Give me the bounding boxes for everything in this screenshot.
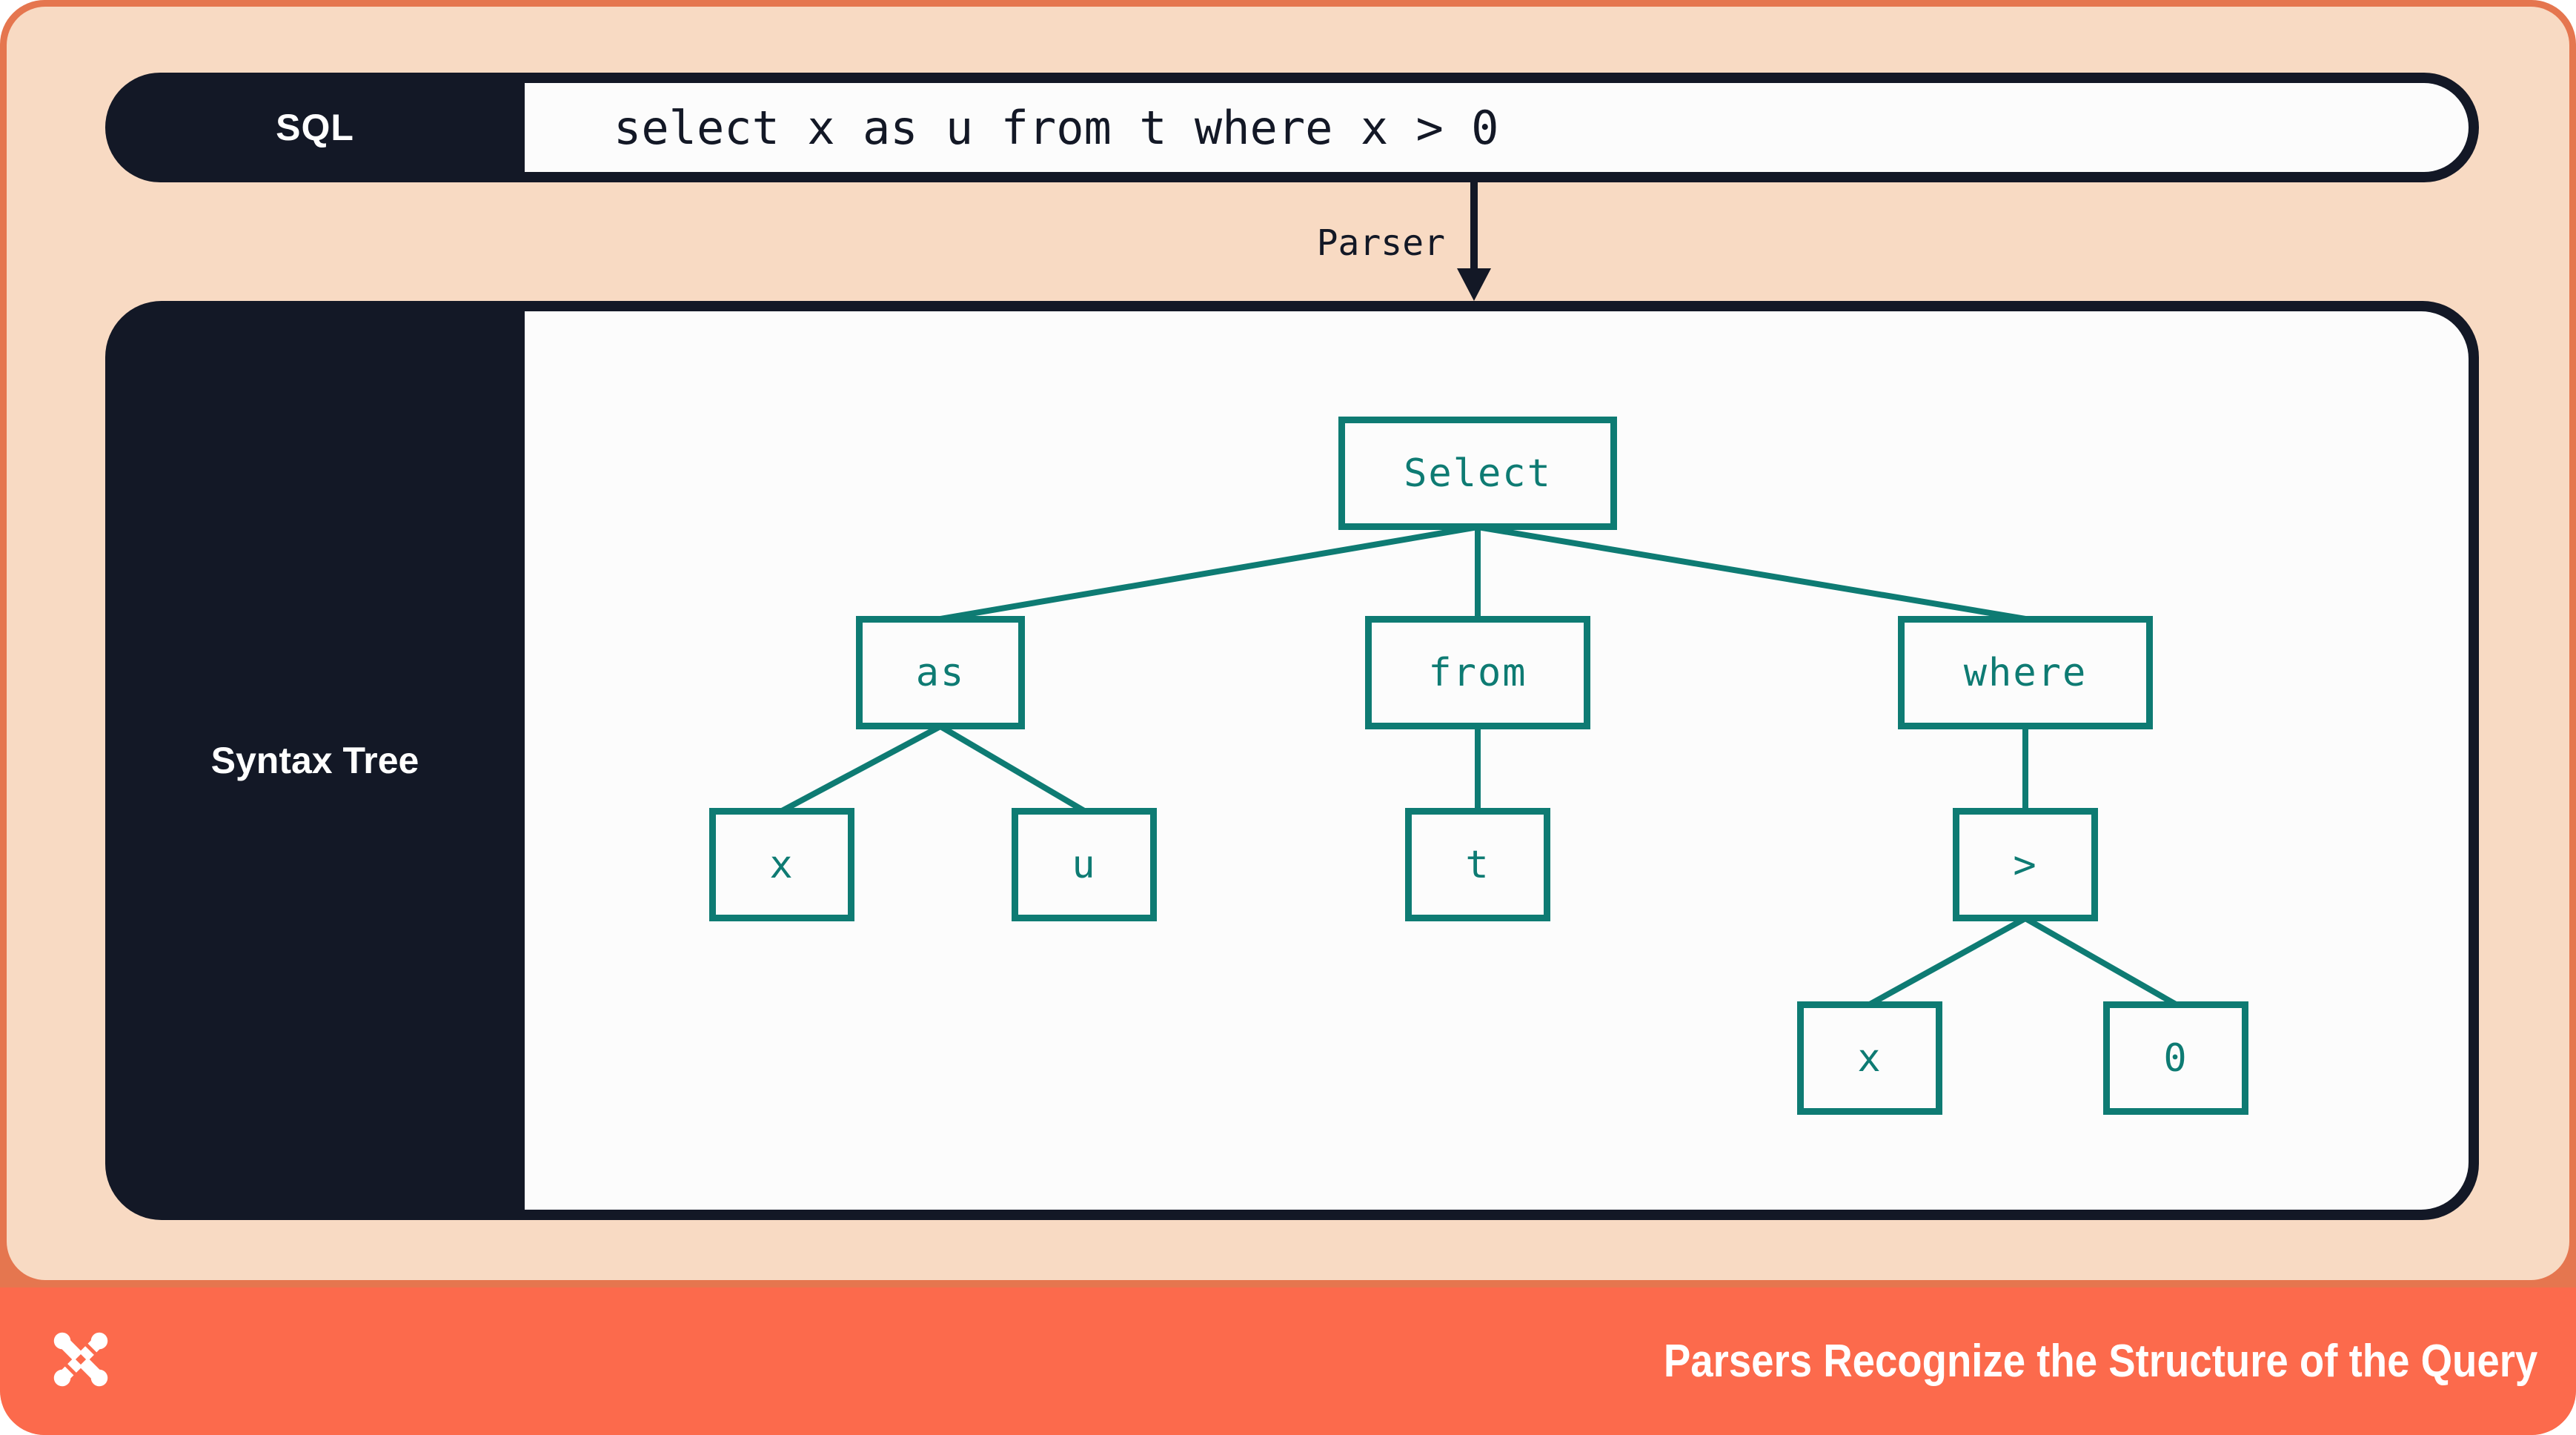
- parser-label: Parser: [1316, 222, 1445, 264]
- tree-node-x2: x: [1797, 1001, 1942, 1115]
- sql-query-box: select x as u from t where x > 0: [525, 83, 2469, 172]
- tree-node-x1: x: [709, 808, 854, 921]
- tree-edges: [780, 524, 2177, 1007]
- parser-arrow-head-icon: [1457, 268, 1491, 301]
- footer: Parsers Recognize the Structure of the Q…: [0, 1287, 2576, 1435]
- parser-arrow-line: [1470, 182, 1478, 270]
- tree-node-gt: >: [1953, 808, 2098, 921]
- tree-node-select: Select: [1338, 417, 1617, 530]
- footer-title: Parsers Recognize the Structure of the Q…: [1663, 1336, 2537, 1387]
- dbt-logo-icon: [53, 1332, 108, 1387]
- tree-edge-as-u: [938, 723, 1086, 814]
- tree-edge-as-x1: [780, 723, 942, 814]
- tree-node-zero: 0: [2103, 1001, 2248, 1115]
- tree-edge-select-as: [940, 524, 1478, 622]
- syntax-tree-label: Syntax Tree: [210, 740, 419, 781]
- tree-edge-select-where: [1477, 524, 2026, 622]
- tree-node-u: u: [1012, 808, 1157, 921]
- sql-bar: select x as u from t where x > 0 SQL: [105, 73, 2479, 182]
- tree-node-where: where: [1898, 616, 2153, 729]
- tree-node-as: as: [856, 616, 1025, 729]
- sql-query-text: select x as u from t where x > 0: [614, 100, 1499, 155]
- tree-node-from: from: [1365, 616, 1590, 729]
- tree-edge-gt-x2: [1868, 915, 2027, 1007]
- tree-edge-gt-zero: [2024, 915, 2177, 1007]
- sql-bar-label: SQL: [276, 107, 354, 148]
- tree-node-t: t: [1405, 808, 1550, 921]
